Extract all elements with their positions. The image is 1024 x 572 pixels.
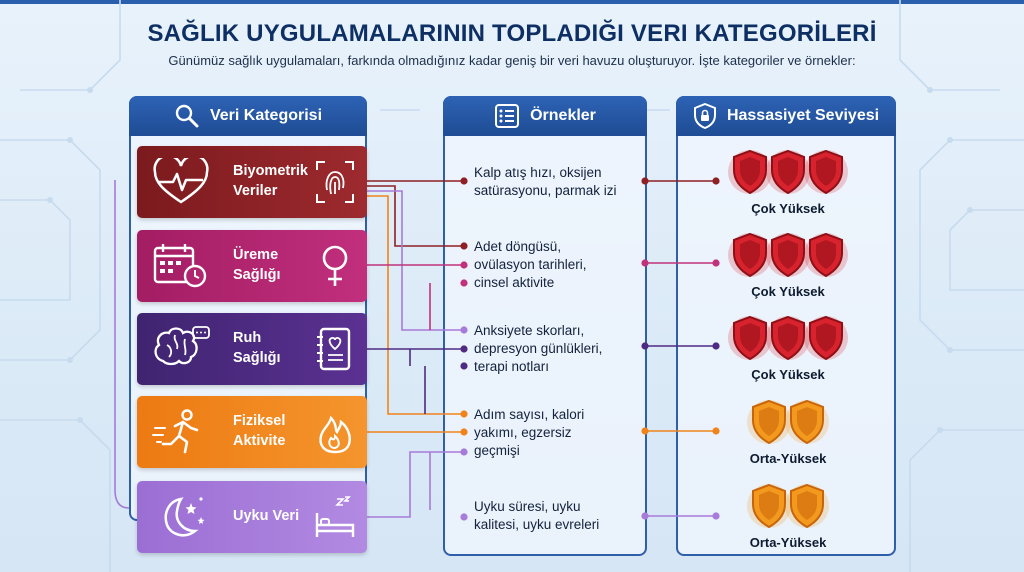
shield-row-svg xyxy=(728,232,848,278)
shield-group-sleep xyxy=(713,482,863,530)
flame-icon xyxy=(319,415,351,454)
shield-icon xyxy=(804,232,848,278)
example-line: cinsel aktivite xyxy=(474,275,555,291)
shield-icon xyxy=(785,399,829,445)
example-text-sleep: Uyku süresi, uyku kalitesi, uyku evreler… xyxy=(474,498,634,534)
example-line: depresyon günlükleri, xyxy=(474,341,603,357)
shield-icon xyxy=(766,315,810,361)
shield-icon xyxy=(747,483,791,529)
sleeping-bed-icon xyxy=(315,496,355,537)
shield-icon xyxy=(804,315,848,361)
examples-header: Örnekler xyxy=(443,96,647,136)
examples-header-label: Örnekler xyxy=(530,107,596,124)
category-line: Sağlığı xyxy=(233,267,281,283)
level-label-sleep: Orta-Yüksek xyxy=(749,535,827,550)
page-title: SAĞLIK UYGULAMALARININ TOPLADIĞI VERI KA… xyxy=(147,20,877,47)
example-line: Kalp atış hızı, oksijen xyxy=(474,165,602,180)
category-line: Veriler xyxy=(233,183,278,199)
shield-group-physical xyxy=(713,398,863,446)
top-accent-bar xyxy=(0,0,1024,4)
category-line: Üreme xyxy=(233,247,279,264)
shield-icon xyxy=(747,399,791,445)
category-label-sleep: Uyku Veri xyxy=(233,481,323,553)
shield-row-svg xyxy=(747,399,829,445)
list-icon xyxy=(495,104,520,128)
example-line: yakımı, egzersiz xyxy=(474,425,572,441)
shield-icon xyxy=(785,483,829,529)
category-line: Biyometrik xyxy=(233,163,308,180)
calendar-cycle-icon xyxy=(153,244,207,288)
shield-lock-icon xyxy=(693,103,716,129)
example-line: terapi notları xyxy=(474,359,550,375)
example-text-mental: Anksiyete skorları, depresyon günlükleri… xyxy=(474,322,634,377)
example-text-physical: Adım sayısı, kalori yakımı, egzersiz geç… xyxy=(474,406,634,461)
shield-row-svg xyxy=(728,315,848,361)
example-line: Anksiyete skorları, xyxy=(474,323,585,338)
examples-panel: Örnekler xyxy=(443,96,647,556)
shield-row-svg xyxy=(747,483,829,529)
example-line: geçmişi xyxy=(474,443,520,459)
brain-icon xyxy=(154,326,210,366)
category-header-label: Veri Kategorisi xyxy=(209,107,323,124)
sensitivity-header-label: Hassasiyet Seviyesi xyxy=(726,107,880,124)
shield-row-svg xyxy=(728,149,848,195)
category-line: Aktivite xyxy=(233,433,286,449)
shield-icon xyxy=(766,232,810,278)
shield-icon xyxy=(728,232,772,278)
example-line: ovülasyon tarihleri, xyxy=(474,257,587,273)
shield-group-reproductive xyxy=(713,231,863,279)
category-line: Fiziksel xyxy=(233,413,286,430)
search-icon xyxy=(175,104,199,128)
shield-icon xyxy=(728,315,772,361)
category-card-sleep: Uyku Veri xyxy=(137,481,367,553)
example-line: kalitesi, uyku evreleri xyxy=(474,517,600,533)
moon-stars-icon xyxy=(164,497,205,537)
page-subtitle: Günümüz sağlık uygulamaları, farkında ol… xyxy=(168,53,856,68)
shield-icon xyxy=(766,149,810,195)
shield-icon xyxy=(804,149,848,195)
fingerprint-icon xyxy=(316,161,354,203)
example-text-biometric: Kalp atış hızı, oksijen satürasyonu, par… xyxy=(474,164,634,200)
level-label-physical: Orta-Yüksek xyxy=(749,451,827,466)
shield-group-mental xyxy=(713,314,863,362)
running-person-icon xyxy=(152,409,199,454)
female-symbol-icon xyxy=(322,245,348,286)
example-text-reproductive: Adet döngüsü, ovülasyon tarihleri, cinse… xyxy=(474,238,634,293)
example-line: satürasyonu, parmak izi xyxy=(474,183,617,199)
shield-icon xyxy=(728,149,772,195)
category-line: Uyku Veri xyxy=(233,508,300,525)
level-label-biometric: Çok Yüksek xyxy=(751,201,825,216)
example-line: Adet döngüsü, xyxy=(474,239,562,254)
heart-pulse-icon xyxy=(153,158,209,204)
category-header: Veri Kategorisi xyxy=(129,96,367,136)
sensitivity-header: Hassasiyet Seviyesi xyxy=(676,96,896,136)
category-line: Ruh xyxy=(233,330,262,347)
shield-group-biometric xyxy=(713,148,863,196)
journal-heart-icon xyxy=(317,327,351,371)
category-line: Sağlığı xyxy=(233,350,281,366)
example-line: Uyku süresi, uyku xyxy=(474,499,581,514)
example-line: Adım sayısı, kalori xyxy=(474,407,585,422)
level-label-mental: Çok Yüksek xyxy=(751,367,825,382)
level-label-reproductive: Çok Yüksek xyxy=(751,284,825,299)
